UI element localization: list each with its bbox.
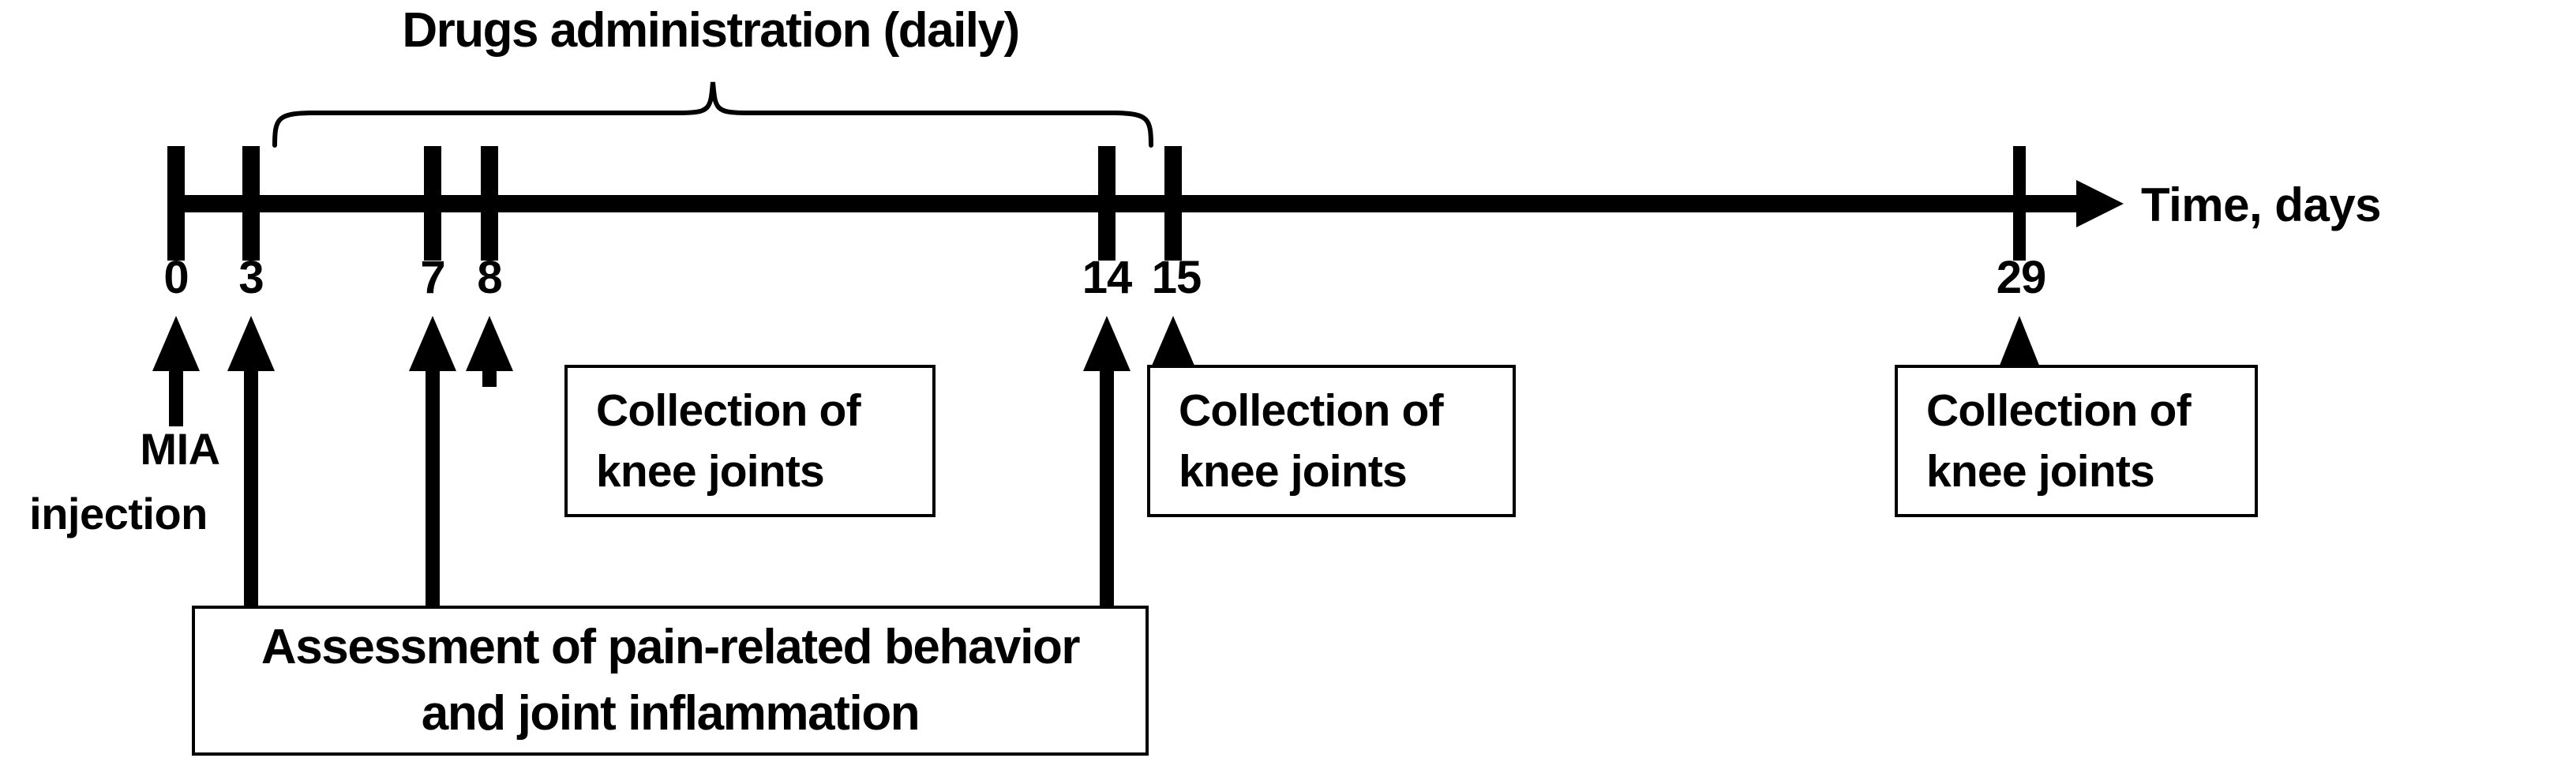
collection-box-day-15: Collection of knee joints xyxy=(1147,365,1516,517)
collection-box-2-line1: Collection of xyxy=(1179,385,1444,436)
tick-label-day-8: 8 xyxy=(477,252,502,303)
assessment-box: Assessment of pain-related behavior and … xyxy=(192,606,1149,756)
arrow-day-14 xyxy=(1083,316,1131,608)
collection-box-3-line2: knee joints xyxy=(1926,445,2155,497)
bracket-label-drugs: Drugs administration (daily) xyxy=(402,3,1020,58)
tick-label-day-15: 15 xyxy=(1151,252,1202,303)
assessment-box-line2: and joint inflammation xyxy=(421,686,921,741)
collection-box-1-line2: knee joints xyxy=(596,445,825,497)
axis-title-time: Time, days xyxy=(2141,178,2382,231)
mia-note-line1: MIA xyxy=(140,424,220,474)
tick-label-day-29: 29 xyxy=(1996,252,2047,303)
collection-box-1-line1: Collection of xyxy=(596,385,861,436)
collection-box-3-line1: Collection of xyxy=(1926,385,2192,436)
assessment-box-line1: Assessment of pain-related behavior xyxy=(261,620,1081,675)
drug-administration-brace xyxy=(272,81,1153,148)
arrow-day-0 xyxy=(152,316,200,426)
arrow-day-3 xyxy=(227,316,275,608)
tick-label-day-0: 0 xyxy=(163,252,189,303)
tick-label-day-7: 7 xyxy=(420,252,445,303)
collection-box-day-8: Collection of knee joints xyxy=(564,365,936,517)
tick-label-day-3: 3 xyxy=(238,252,264,303)
collection-box-2-line2: knee joints xyxy=(1179,445,1408,497)
mia-note-line2: injection xyxy=(29,489,208,538)
axis-ticks xyxy=(167,146,2026,261)
arrow-day-7 xyxy=(409,316,456,608)
time-axis xyxy=(176,180,2124,227)
event-arrows xyxy=(152,316,2042,608)
tick-label-day-14: 14 xyxy=(1082,252,1133,303)
arrow-day-8 xyxy=(466,316,513,387)
collection-box-day-29: Collection of knee joints xyxy=(1895,365,2258,517)
